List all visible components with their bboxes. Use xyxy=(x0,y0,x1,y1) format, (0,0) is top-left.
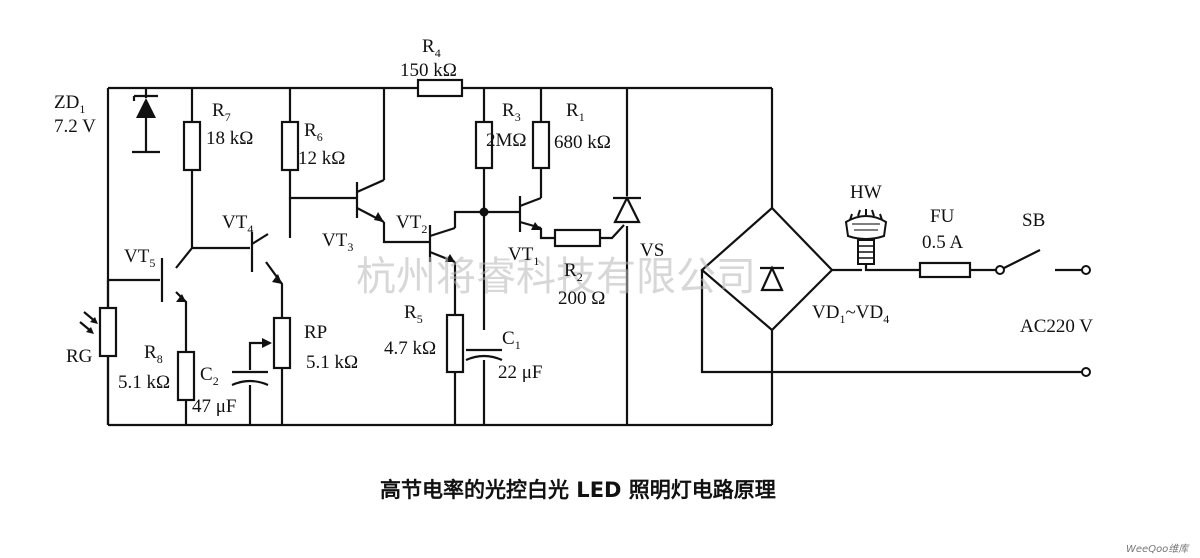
rg-label: RG xyxy=(66,346,93,367)
zd1-label: ZD1 xyxy=(54,92,85,116)
r2-value: 200 Ω xyxy=(558,288,605,309)
lamp-hw-icon xyxy=(844,209,888,272)
vt3-label: VT3 xyxy=(322,230,353,254)
ac-terminal-1 xyxy=(1081,265,1091,275)
labels: ZD1 7.2 V R7 18 kΩ R6 12 kΩ R4 150 kΩ R3… xyxy=(54,36,1093,417)
zener-zd1 xyxy=(132,94,160,154)
r5-label: R5 xyxy=(404,302,423,326)
capacitor-c2 xyxy=(231,370,269,387)
resistor-r4 xyxy=(416,78,464,98)
light-arrows-icon xyxy=(79,311,98,334)
site-logo: WeeQoo维库 xyxy=(1126,543,1190,555)
ac-terminal-2 xyxy=(1081,367,1091,377)
r1-value: 680 kΩ xyxy=(554,132,611,153)
fuse-fu xyxy=(918,261,972,279)
r4-value: 150 kΩ xyxy=(400,60,457,81)
bridge-label: VD1~VD4 xyxy=(812,302,889,326)
thyristor-vs xyxy=(613,195,641,224)
r7-label: R7 xyxy=(212,100,231,124)
c2-label: C2 xyxy=(200,364,219,388)
rp-value: 5.1 kΩ xyxy=(306,352,358,373)
r7-value: 18 kΩ xyxy=(206,128,253,149)
sb-label: SB xyxy=(1022,210,1045,231)
vt3-emitter xyxy=(382,222,428,244)
transistor-vt5 xyxy=(160,258,186,302)
vt4-label: VT4 xyxy=(222,212,253,236)
c1-value: 22 μF xyxy=(498,362,543,383)
r8-label: R8 xyxy=(144,342,163,366)
transistor-vt3 xyxy=(355,178,385,223)
r3-label: R3 xyxy=(502,100,521,124)
resistor-r6 xyxy=(280,120,300,172)
resistor-r5 xyxy=(445,313,465,374)
r8-value: 5.1 kΩ xyxy=(118,372,170,393)
resistor-r3 xyxy=(474,120,494,170)
watermark: 杭州将睿科技有限公司 xyxy=(356,254,756,300)
transistor-vt1 xyxy=(518,196,542,232)
resistor-r1 xyxy=(531,120,551,170)
r3-value: 2MΩ xyxy=(486,130,527,151)
r6-label: R6 xyxy=(304,120,323,144)
r2-label: R2 xyxy=(564,260,583,284)
fu-value: 0.5 A xyxy=(922,232,963,253)
diagram-title: 高节电率的光控白光 LED 照明灯电路原理 xyxy=(380,478,776,502)
hw-label: HW xyxy=(850,182,882,203)
resistor-r8 xyxy=(176,350,196,402)
transistor-vt4 xyxy=(250,232,282,284)
capacitor-c1 xyxy=(465,348,503,362)
vt1-emitter xyxy=(539,224,625,240)
photoresistor-rg xyxy=(98,306,118,358)
rp-label: RP xyxy=(304,322,327,343)
vt1-label: VT1 xyxy=(508,244,539,268)
vs-label: VS xyxy=(640,240,664,261)
c1-label: C1 xyxy=(502,328,521,352)
bridge-rectifier xyxy=(700,206,834,332)
potentiometer-rp xyxy=(272,316,292,370)
ac-return-wire xyxy=(700,270,1085,374)
wires xyxy=(106,86,1085,427)
ac-label: AC220 V xyxy=(1020,316,1093,337)
fuse-switch-wire xyxy=(880,249,1085,272)
r1-label: R1 xyxy=(566,100,585,124)
rp-wiper-arrow xyxy=(262,338,272,348)
vt2-collector xyxy=(453,210,520,228)
switch-contact-a xyxy=(995,265,1005,275)
resistor-r2 xyxy=(553,228,602,248)
junction-dot xyxy=(479,207,489,217)
r6-value: 12 kΩ xyxy=(298,148,345,169)
r4-label: R4 xyxy=(422,36,441,60)
vt5-collector-link xyxy=(175,247,193,269)
c2-value: 47 μF xyxy=(192,396,237,417)
r5-value: 4.7 kΩ xyxy=(384,338,436,359)
fu-label: FU xyxy=(930,206,955,227)
vt5-label: VT5 xyxy=(124,246,155,270)
zd1-value: 7.2 V xyxy=(54,116,96,137)
vt2-label: VT2 xyxy=(396,212,427,236)
resistor-r7 xyxy=(182,120,202,172)
transistor-vt2 xyxy=(428,225,456,264)
